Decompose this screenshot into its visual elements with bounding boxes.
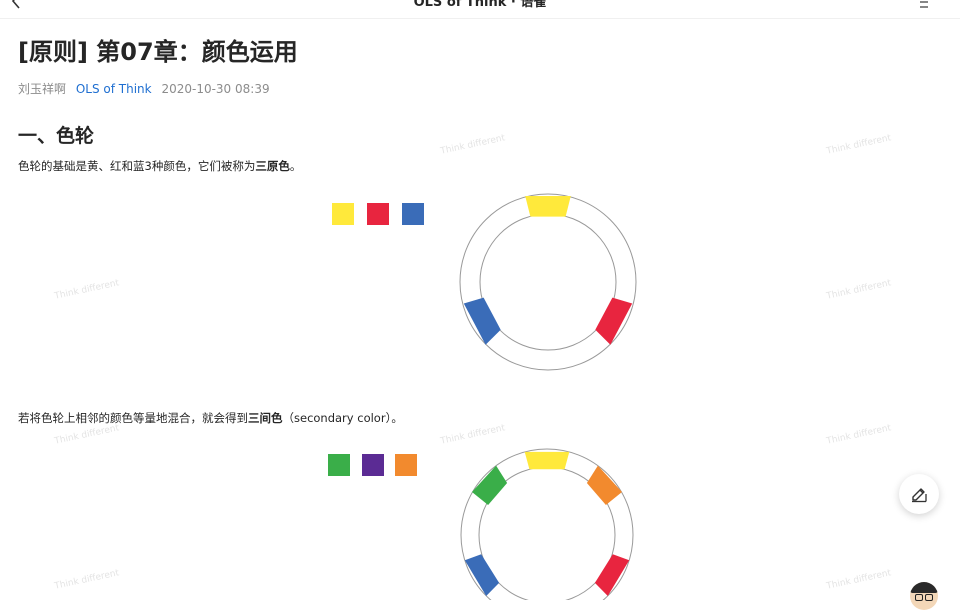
top-nav-bar: OLS of Think · 语雀 ··· bbox=[0, 0, 960, 19]
author-name[interactable]: 刘玉祥啊 bbox=[18, 82, 67, 96]
paragraph-secondary-colors: 若将色轮上相邻的颜色等量地混合，就会得到三间色（secondary color）… bbox=[18, 410, 403, 426]
watermark: Think different bbox=[53, 568, 121, 592]
secondary-color-wheel bbox=[460, 448, 634, 600]
paragraph-text: 色轮的基础是黄、红和蓝3种颜色，它们被称为 bbox=[18, 159, 256, 173]
edit-pencil-icon bbox=[912, 488, 927, 503]
wheel-segment-blue bbox=[464, 554, 500, 596]
swatch-purple bbox=[362, 454, 384, 476]
wheel-segment-green bbox=[472, 465, 508, 505]
wheel-segment-blue bbox=[463, 297, 501, 345]
wheel-segment-yellow bbox=[525, 196, 571, 217]
watermark: Think different bbox=[439, 423, 507, 447]
watermark: Think different bbox=[825, 278, 893, 302]
swatch-green bbox=[328, 454, 350, 476]
swatch-orange bbox=[395, 454, 417, 476]
paragraph-text-end: （secondary color）。 bbox=[282, 411, 403, 425]
primary-color-wheel bbox=[459, 193, 637, 371]
edit-button[interactable] bbox=[899, 474, 939, 514]
table-of-contents-icon[interactable] bbox=[912, 0, 930, 10]
nav-title: OLS of Think · 语雀 bbox=[413, 0, 547, 10]
swatch-blue bbox=[402, 203, 424, 225]
swatch-red bbox=[367, 203, 389, 225]
chevron-left-icon[interactable] bbox=[6, 0, 26, 11]
watermark: Think different bbox=[53, 423, 121, 447]
paragraph-text-end: 。 bbox=[289, 159, 302, 173]
wheel-segment-yellow bbox=[524, 451, 570, 470]
document-meta: 刘玉祥啊 OLS of Think 2020-10-30 08:39 bbox=[18, 80, 270, 97]
watermark: Think different bbox=[825, 568, 893, 592]
watermark: Think different bbox=[439, 133, 507, 157]
user-avatar-icon[interactable] bbox=[910, 582, 938, 610]
publish-date: 2020-10-30 08:39 bbox=[161, 82, 270, 96]
more-dots-icon[interactable]: ··· bbox=[932, 0, 952, 8]
watermark: Think different bbox=[53, 278, 121, 302]
book-link[interactable]: OLS of Think bbox=[75, 82, 152, 96]
paragraph-primary-colors: 色轮的基础是黄、红和蓝3种颜色，它们被称为三原色。 bbox=[18, 158, 301, 174]
section-heading: 一、色轮 bbox=[18, 125, 95, 147]
avatar-hair bbox=[910, 582, 938, 593]
swatch-yellow bbox=[332, 203, 354, 225]
watermark: Think different bbox=[825, 423, 893, 447]
paragraph-text: 若将色轮上相邻的颜色等量地混合，就会得到 bbox=[18, 411, 248, 425]
wheel-segment-orange bbox=[586, 465, 622, 505]
bold-term-primary: 三原色 bbox=[255, 159, 290, 173]
wheel-segment-red bbox=[595, 297, 633, 345]
wheel-segment-red bbox=[594, 554, 630, 596]
bold-term-secondary: 三间色 bbox=[248, 411, 283, 425]
watermark: Think different bbox=[825, 133, 893, 157]
document-title: [原则] 第07章：颜色运用 bbox=[18, 38, 298, 66]
